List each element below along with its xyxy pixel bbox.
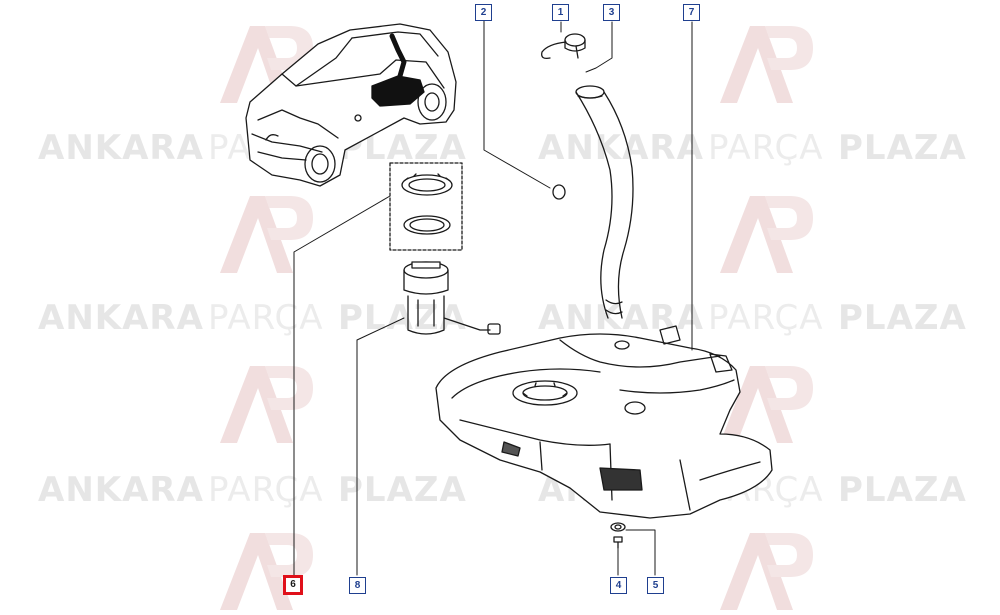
fuel-pump-module: [403, 261, 501, 335]
filler-cap: [541, 33, 586, 60]
watermark-brand-end: PLAZA: [838, 128, 967, 168]
watermark-logo: [220, 366, 313, 443]
watermark-logo: [720, 26, 813, 103]
callout-4[interactable]: 4: [610, 577, 627, 594]
watermark-row: ANKARA PARÇA PLAZA ANKARA PARÇA PLAZA: [0, 298, 1000, 338]
fuel-tank: [435, 325, 773, 519]
watermark-logo: [720, 196, 813, 273]
watermark-brand-end: PLAZA: [838, 470, 967, 510]
filler-neck: [575, 85, 634, 319]
callout-6[interactable]: 6: [283, 575, 303, 595]
watermark-brand-end: PLAZA: [838, 298, 967, 338]
watermark-brand-bold: ANKARA: [38, 470, 204, 510]
watermark-brand-light: PARÇA: [708, 128, 824, 168]
watermark-brand-light: PARÇA: [708, 298, 824, 338]
locking-ring: [401, 173, 453, 196]
callout-3[interactable]: 3: [603, 4, 620, 21]
watermark-brand-light: PARÇA: [208, 470, 324, 510]
watermark-logo: [220, 196, 313, 273]
leader-lines: [293, 19, 693, 576]
watermark-brand-bold: ANKARA: [38, 298, 204, 338]
watermark-logo: [720, 366, 813, 443]
seal-ring: [403, 215, 451, 235]
watermark-brand-light: PARÇA: [208, 298, 324, 338]
watermark-brand-bold: ANKARA: [38, 128, 204, 168]
callout-1[interactable]: 1: [552, 4, 569, 21]
callout-7[interactable]: 7: [683, 4, 700, 21]
tank-fixing-nut: [610, 522, 626, 532]
vehicle-locator-illustration: [245, 23, 457, 187]
parts-diagram: ANKARA PARÇA PLAZA ANKARA PARÇA PLAZA AN…: [0, 4, 1000, 610]
watermark-logo: [220, 533, 313, 610]
watermark-brand-bold: ANKARA: [538, 298, 704, 338]
callout-5[interactable]: 5: [647, 577, 664, 594]
callout-2[interactable]: 2: [475, 4, 492, 21]
watermark-logo: [720, 533, 813, 610]
tank-fixing-bolt: [613, 536, 623, 549]
watermark-brand-bold: ANKARA: [538, 128, 704, 168]
grommet: [552, 184, 566, 200]
watermark-brand-end: PLAZA: [338, 470, 467, 510]
exploded-view-drawing: [245, 19, 773, 576]
callout-8[interactable]: 8: [349, 577, 366, 594]
